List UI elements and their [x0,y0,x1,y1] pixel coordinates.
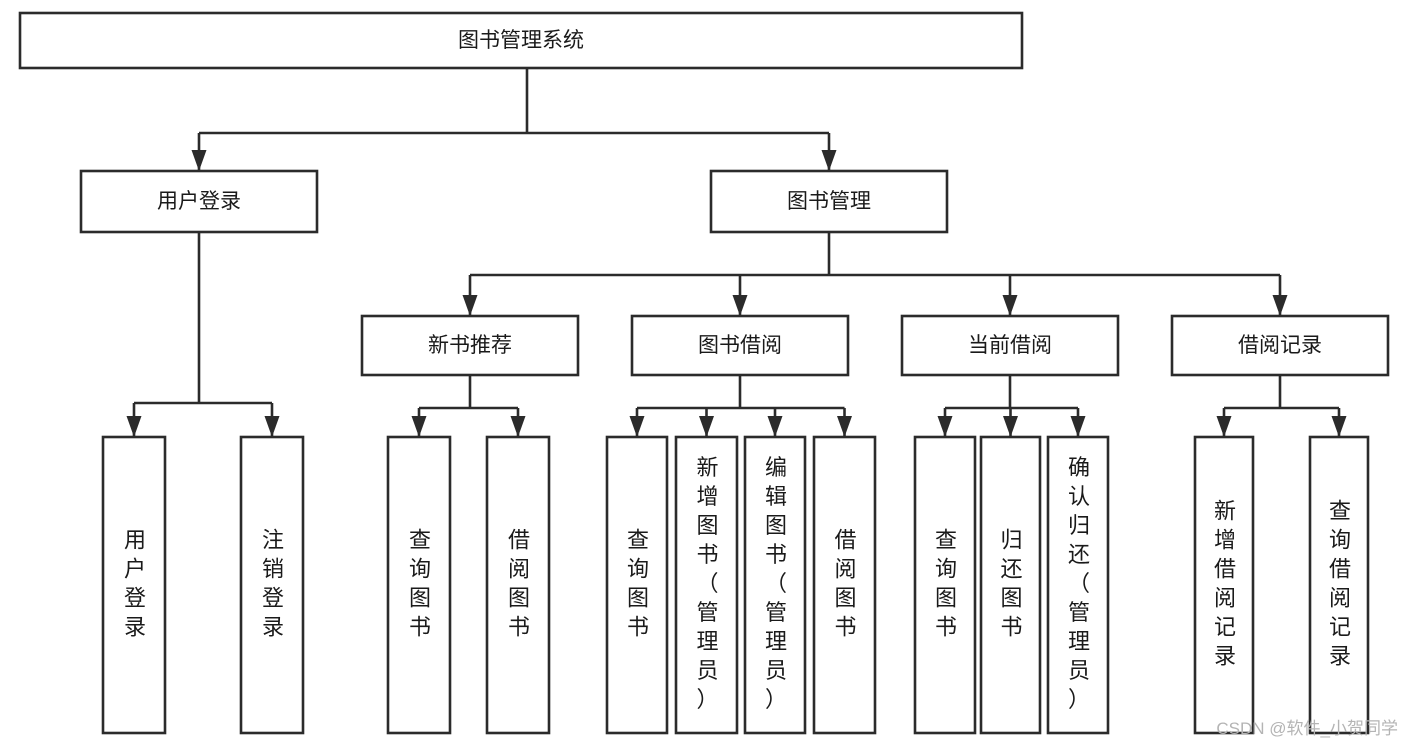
arrow-head-leaf-query-book-borrow [629,416,645,437]
node-leaf-query-book-current[interactable]: 查询图书 [913,435,977,735]
node-label-leaf-edit-book-admin: 编辑图书（管理员） [765,455,787,712]
node-box-new-book-recommend [360,314,580,377]
node-leaf-query-book-borrow[interactable]: 查询图书 [605,435,669,735]
node-new-book-recommend[interactable]: 新书推荐 [360,314,580,377]
connector-layer [126,68,1347,437]
arrow-head-leaf-borrow-book [837,416,852,437]
node-book-management[interactable]: 图书管理 [709,169,949,234]
node-box-leaf-edit-book-admin [743,435,807,735]
node-box-leaf-logout [239,435,305,735]
node-box-book-management [709,169,949,234]
arrow-head-borrow-record [1272,295,1288,316]
node-current-borrow[interactable]: 当前借阅 [900,314,1120,377]
node-label-book-management: 图书管理 [787,190,871,213]
arrow-head-leaf-add-book-admin [699,416,714,437]
node-leaf-borrow-book[interactable]: 借阅图书 [812,435,877,735]
node-box-leaf-query-book-recommend [386,435,452,735]
node-label-user-login: 用户登录 [157,190,241,213]
arrow-head-leaf-edit-book-admin [767,416,783,437]
node-leaf-query-book-recommend[interactable]: 查询图书 [386,435,452,735]
arrow-head-current-borrow [1002,295,1018,316]
node-label-leaf-add-borrow-record: 新增借阅记录 [1214,499,1236,669]
node-box-leaf-add-borrow-record [1193,435,1255,735]
node-layer: 图书管理系统用户登录图书管理新书推荐图书借阅当前借阅借阅记录用户登录注销登录查询… [18,11,1390,735]
node-box-root [18,11,1024,70]
node-label-leaf-query-borrow-record: 查询借阅记录 [1329,499,1351,669]
node-label-leaf-query-book-borrow: 查询图书 [627,528,649,640]
node-box-leaf-add-book-admin [674,435,739,735]
arrow-head-leaf-query-borrow-record [1331,416,1347,437]
node-leaf-borrow-book-recommend[interactable]: 借阅图书 [485,435,551,735]
node-borrow-record[interactable]: 借阅记录 [1170,314,1390,377]
node-box-leaf-return-book [979,435,1042,735]
node-label-leaf-confirm-return-admin: 确认归还（管理员） [1068,455,1090,712]
node-user-login[interactable]: 用户登录 [79,169,319,234]
node-leaf-add-borrow-record[interactable]: 新增借阅记录 [1193,435,1255,735]
node-box-leaf-query-book-current [913,435,977,735]
arrow-head-leaf-logout [264,416,280,437]
arrow-head-new-book-recommend [462,295,478,316]
node-label-leaf-logout: 注销登录 [262,528,284,640]
node-box-current-borrow [900,314,1120,377]
node-box-leaf-query-borrow-record [1308,435,1370,735]
arrow-head-leaf-user-login [126,416,142,437]
node-box-leaf-confirm-return-admin [1046,435,1110,735]
arrow-head-leaf-borrow-book-recommend [510,416,526,437]
node-box-leaf-borrow-book-recommend [485,435,551,735]
node-label-leaf-query-book-recommend: 查询图书 [409,528,431,640]
arrow-head-leaf-confirm-return-admin [1070,416,1086,437]
node-label-root: 图书管理系统 [458,29,584,52]
node-label-leaf-add-book-admin: 新增图书（管理员） [696,455,718,712]
node-leaf-logout[interactable]: 注销登录 [239,435,305,735]
arrow-head-leaf-add-borrow-record [1216,416,1232,437]
arrow-head-book-borrow [732,295,748,316]
arrow-head-leaf-query-book-recommend [411,416,427,437]
node-label-book-borrow: 图书借阅 [698,334,782,357]
node-leaf-return-book[interactable]: 归还图书 [979,435,1042,735]
node-leaf-edit-book-admin[interactable]: 编辑图书（管理员） [743,435,807,735]
node-label-leaf-borrow-book-recommend: 借阅图书 [508,528,530,640]
arrow-head-book-management [821,150,837,171]
node-label-leaf-user-login: 用户登录 [124,528,146,640]
node-label-leaf-borrow-book: 借阅图书 [834,528,856,640]
node-label-leaf-query-book-current: 查询图书 [935,528,957,640]
node-leaf-add-book-admin[interactable]: 新增图书（管理员） [674,435,739,735]
arrow-head-user-login [191,150,207,171]
node-book-borrow[interactable]: 图书借阅 [630,314,850,377]
node-box-book-borrow [630,314,850,377]
node-box-leaf-borrow-book [812,435,877,735]
node-leaf-user-login[interactable]: 用户登录 [101,435,167,735]
node-leaf-confirm-return-admin[interactable]: 确认归还（管理员） [1046,435,1110,735]
node-label-borrow-record: 借阅记录 [1238,334,1322,357]
node-box-leaf-query-book-borrow [605,435,669,735]
csdn-watermark: CSDN @软件_小贺同学 [1216,719,1398,738]
node-root[interactable]: 图书管理系统 [18,11,1024,70]
node-label-current-borrow: 当前借阅 [968,334,1052,357]
node-label-new-book-recommend: 新书推荐 [428,334,512,357]
arrow-head-leaf-query-book-current [937,416,953,437]
arrow-head-leaf-return-book [1003,416,1018,437]
node-label-leaf-return-book: 归还图书 [1000,528,1022,640]
node-box-borrow-record [1170,314,1390,377]
node-box-user-login [79,169,319,234]
node-leaf-query-borrow-record[interactable]: 查询借阅记录 [1308,435,1370,735]
node-box-leaf-user-login [101,435,167,735]
